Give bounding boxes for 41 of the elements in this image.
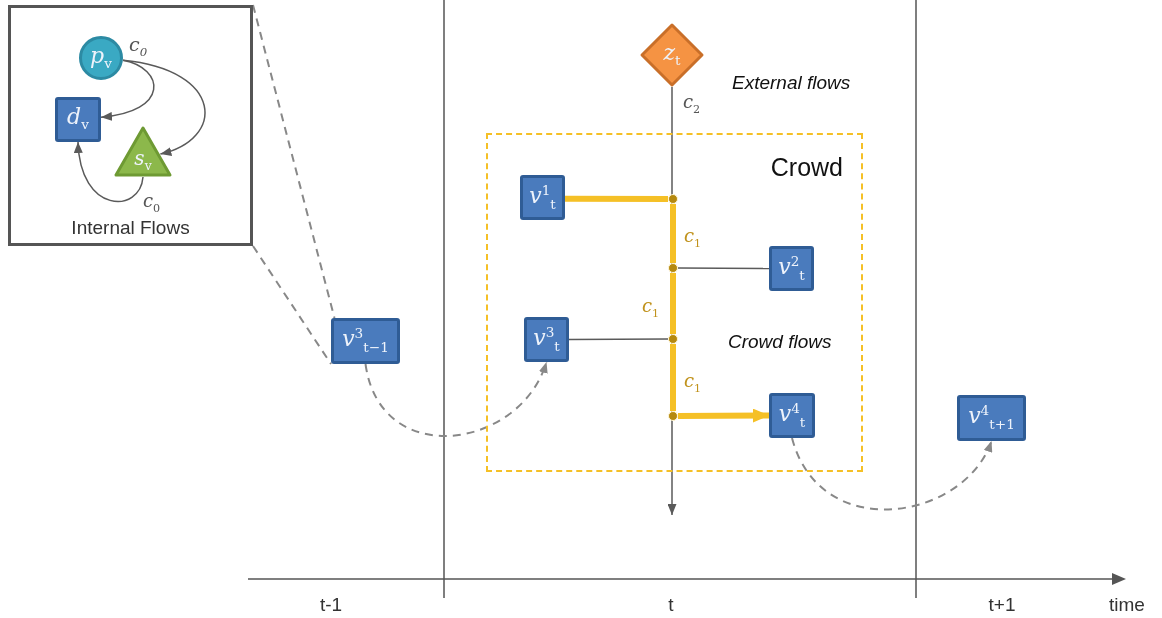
time-label: time	[1109, 594, 1145, 616]
connector-line	[677, 267, 770, 270]
junction-dot	[668, 411, 678, 421]
dashed-arrow	[364, 361, 548, 437]
connector-line	[565, 195, 668, 202]
math-label: z$_{t}$	[663, 42, 681, 68]
variable-box	[957, 395, 1026, 441]
variable-box	[769, 246, 814, 291]
time-label: t	[668, 594, 674, 616]
connector-line	[670, 273, 676, 334]
cost-label: c$_{0}$	[129, 33, 148, 59]
zoom-line	[252, 4, 336, 319]
region-title: Crowd	[770, 153, 843, 182]
junction-dot	[668, 334, 678, 344]
arrow	[677, 408, 770, 423]
math-label: d$_{v}$	[67, 106, 89, 133]
math-label: p$_{v}$	[90, 45, 112, 71]
connector-line	[670, 204, 676, 263]
variable-box	[331, 318, 400, 364]
variable-box	[520, 175, 565, 220]
time-label: t-1	[319, 594, 343, 616]
arrow	[100, 59, 155, 121]
zoom-line	[252, 245, 332, 365]
variable-box	[55, 97, 101, 142]
zoom-panel	[8, 5, 253, 246]
junction-dot	[668, 263, 678, 273]
panel-title: Internal Flows	[70, 217, 191, 239]
arrow	[74, 141, 144, 203]
dashed-arrow	[791, 437, 993, 511]
variable-box	[769, 393, 815, 438]
junction-dot	[668, 194, 678, 204]
flow-label: External flows	[732, 72, 851, 94]
arrow	[122, 59, 206, 156]
math-label: s$_{v}$	[134, 148, 152, 173]
variable-box	[524, 317, 569, 362]
variable-diamond	[640, 23, 704, 87]
flow-label: Crowd flows	[728, 331, 832, 353]
time-label: t+1	[988, 594, 1016, 616]
variable-triangle	[114, 126, 172, 177]
connector-line	[568, 338, 669, 341]
connector-line	[670, 344, 676, 411]
